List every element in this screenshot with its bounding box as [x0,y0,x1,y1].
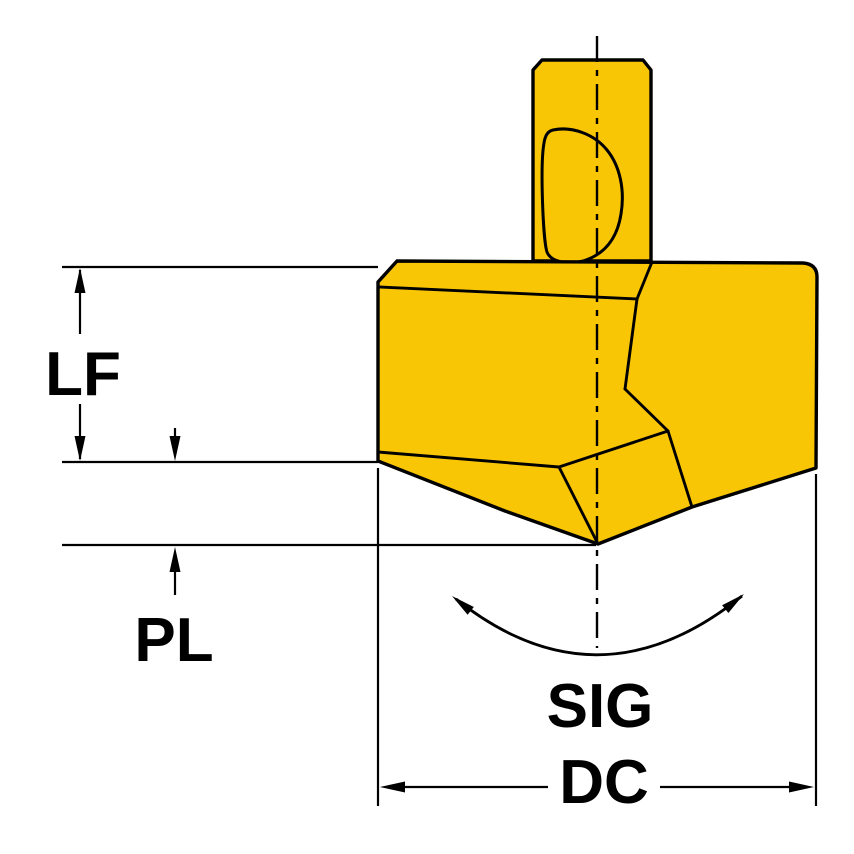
dc-dimension: DC [376,468,818,817]
top-right-edge [635,260,654,301]
pl-arrow-up [169,547,181,572]
sig-label: SIG [547,672,654,741]
sig-arrow-left [452,596,474,615]
flute-edge [623,297,639,391]
pl-dimension: PL [62,428,596,675]
dc-arrow-right [789,781,814,793]
top-face-edge [378,285,639,301]
drill-body [376,259,819,546]
clearance-band [376,450,561,469]
lf-arrow-down [74,436,86,461]
lf-arrow-up [74,268,86,293]
pl-arrow-down [169,436,181,461]
body-facet-lines [376,260,694,546]
sig-dimension: SIG [452,594,744,741]
dc-label: DC [559,748,649,817]
dc-arrow-left [380,781,405,793]
facet-edge-b [666,429,694,509]
chisel-edge [557,429,670,469]
sig-angle-arc [455,594,743,657]
pl-label: PL [134,606,213,675]
facet-edge-a [623,387,670,433]
point-edge [557,465,600,546]
lf-label: LF [45,340,121,409]
sig-arrow-right [722,594,744,613]
lf-dimension: LF [45,265,378,464]
